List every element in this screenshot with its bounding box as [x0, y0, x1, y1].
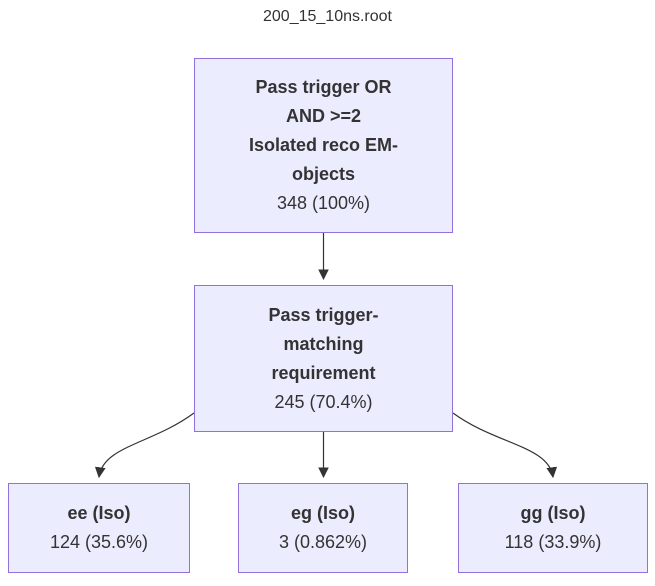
node-matching-count: 245 (70.4%)	[274, 391, 373, 412]
node-matching-label: Pass trigger- matching requirement	[268, 304, 379, 383]
node-gg-count: 118 (33.9%)	[504, 532, 602, 552]
node-eg: eg (Iso) 3 (0.862%)	[238, 483, 408, 573]
node-gg: gg (Iso) 118 (33.9%)	[458, 483, 648, 573]
node-matching: Pass trigger- matching requirement 245 (…	[194, 285, 453, 432]
node-gg-label: gg (Iso)	[520, 503, 586, 523]
node-ee-count: 124 (35.6%)	[49, 532, 149, 552]
node-root-count: 348 (100%)	[276, 193, 371, 213]
edge-matching-gg	[452, 412, 558, 479]
edge-matching-ee	[94, 412, 195, 479]
node-ee-label: ee (Iso)	[67, 503, 131, 523]
node-root-label: Pass trigger OR AND >=2 Isolated reco EM…	[248, 77, 399, 184]
node-root: Pass trigger OR AND >=2 Isolated reco EM…	[194, 58, 453, 233]
node-eg-label: eg (Iso)	[290, 503, 355, 523]
node-eg-count: 3 (0.862%)	[278, 532, 368, 552]
diagram-title: 200_15_10ns.root	[263, 8, 392, 25]
node-ee: ee (Iso) 124 (35.6%)	[8, 483, 190, 573]
